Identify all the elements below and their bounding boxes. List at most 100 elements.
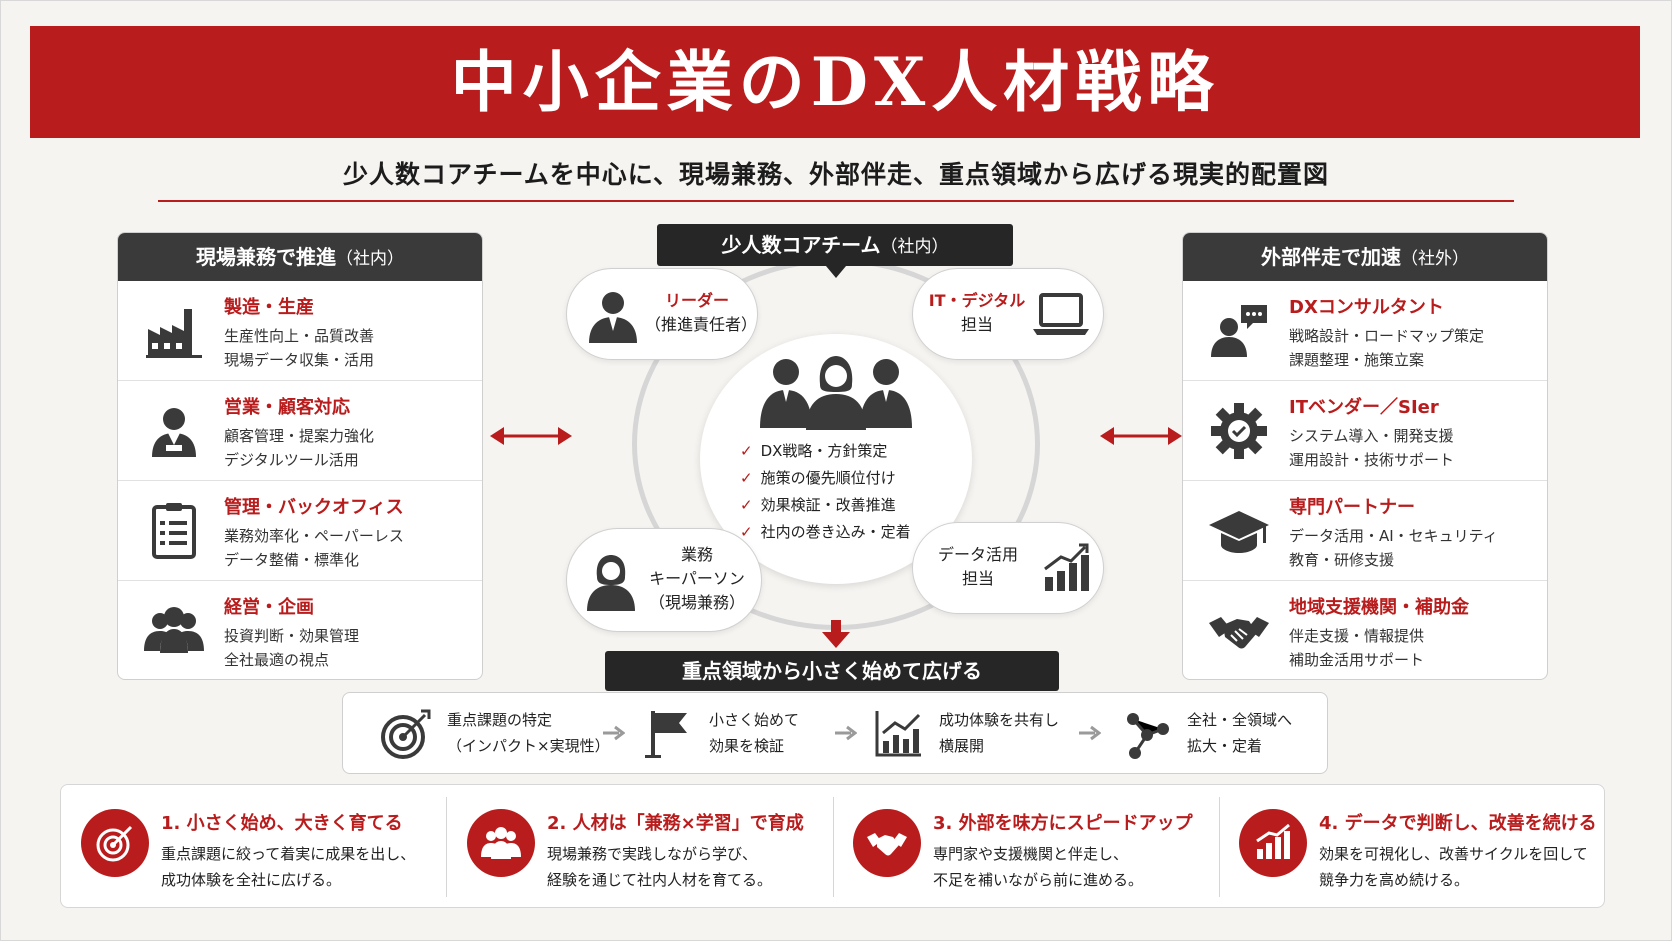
item-desc: 生産性向上・品質改善 [224,327,375,345]
item-desc: 教育・研修支援 [1289,551,1395,569]
role-title: 業務 [680,545,713,564]
check-icon: ✓ [740,496,753,514]
item-desc: システム導入・開発支援 [1289,427,1454,445]
item-desc: 戦略設計・ロードマップ策定 [1289,327,1485,345]
step-label: 全社・全領域へ [1187,711,1293,729]
principle-card: 1. 小さく始め、大きく育てる 重点課題に絞って着実に成果を出し、 成功体験を全… [61,785,447,909]
pointer-icon [826,266,846,278]
clipboard-icon [152,503,196,559]
principle-icon-circle [853,809,921,877]
item-desc: デジタルツール活用 [224,451,359,469]
step-label: 重点課題の特定 [447,711,553,729]
external-panel-header: 外部伴走で加速（社外） [1183,233,1547,281]
item-title: 地域支援機関・補助金 [1289,597,1469,618]
role-data: データ活用 担当 [912,522,1104,614]
step-label: 効果を検証 [709,737,785,755]
item-desc: データ活用・AI・セキュリティ [1289,527,1498,545]
item-desc: 現場データ収集・活用 [224,351,375,369]
principle-desc: 競争力を高め続ける。 [1319,871,1470,889]
principle-desc: 経験を通じて社内人材を育てる。 [547,871,773,889]
principle-title: 3. 外部を味方にスピードアップ [933,813,1193,834]
team-icon [760,356,912,430]
female-worker-icon [587,555,635,611]
consultant-icon [1211,305,1267,357]
role-sub: 担当 [960,315,993,334]
internal-item: 管理・バックオフィス 業務効率化・ペーパーレス データ整備・標準化 [118,481,482,581]
target-icon [96,825,133,862]
item-title: 経営・企画 [224,597,314,618]
item-title: DXコンサルタント [1289,297,1444,318]
item-title: 営業・顧客対応 [224,397,350,418]
item-desc: 補助金活用サポート [1289,651,1425,669]
item-desc: 全社最適の視点 [224,651,330,669]
role-title: IT・デジタル [928,291,1026,310]
checklist-item: ✓施策の優先順位付け [740,467,911,494]
principle-desc: 成功体験を全社に広げる。 [161,871,342,889]
check-icon: ✓ [740,442,753,460]
handshake-icon [1209,617,1269,649]
internal-panel-paren: （社内） [336,249,404,269]
role-title: データ活用 [937,545,1018,564]
internal-item: 営業・顧客対応 顧客管理・提案力強化 デジタルツール活用 [118,381,482,481]
principle-title: 1. 小さく始め、大きく育てる [161,813,403,834]
factory-icon [146,309,202,358]
down-arrow-icon [822,620,850,648]
principle-card: 2. 人材は「兼務×学習」で育成 現場兼務で実践しながら学び、 経験を通じて社内… [447,785,833,909]
principles-bar: 1. 小さく始め、大きく育てる 重点課題に絞って着実に成果を出し、 成功体験を全… [60,784,1605,908]
checklist-item: ✓効果検証・改善推進 [740,494,911,521]
principle-icon-circle [467,809,535,877]
role-sub: 担当 [961,569,994,588]
role-it: IT・デジタル 担当 [912,268,1104,360]
step-label: 成功体験を共有し [939,711,1060,729]
item-title: 製造・生産 [224,297,314,318]
principle-icon-circle [81,809,149,877]
item-desc: 業務効率化・ペーパーレス [224,527,404,545]
external-item: DXコンサルタント 戦略設計・ロードマップ策定 課題整理・施策立案 [1183,281,1547,381]
role-leader: リーダー （推進責任者） [566,268,758,360]
leader-icon [589,292,637,343]
internal-item: 製造・生産 生産性向上・品質改善 現場データ収集・活用 [118,281,482,381]
principle-icon-circle [1239,809,1307,877]
internal-panel-title: 現場兼務で推進 [196,245,336,269]
external-panel-paren: （社外） [1401,249,1469,269]
checklist-text: DX戦略・方針策定 [760,442,888,460]
graduation-cap-icon [1209,511,1269,553]
step-label: （インパクト×実現性） [447,737,610,755]
target-icon [381,709,431,759]
page-title: 中小企業のDX人材戦略 [450,43,1220,121]
step-label: 小さく始めて [709,711,800,729]
people-icon [481,827,521,859]
external-item: 地域支援機関・補助金 伴走支援・情報提供 補助金活用サポート [1183,581,1547,679]
role-title: リーダー [664,291,729,310]
principle-desc: 不足を補いながら前に進める。 [933,871,1144,889]
principle-desc: 重点課題に絞って着実に成果を出し、 [161,845,416,863]
item-title: 管理・バックオフィス [224,497,404,518]
gear-icon [1211,403,1267,459]
internal-item: 経営・企画 投資判断・効果管理 全社最適の視点 [118,581,482,679]
step-label: 拡大・定着 [1187,737,1263,755]
check-icon: ✓ [740,523,753,541]
principle-title: 4. データで判断し、改善を続ける [1319,813,1597,834]
subtitle-divider [158,200,1514,202]
double-arrow-icon [490,427,572,445]
role-title: キーパーソン [649,569,745,588]
focus-header: 重点領域から小さく始めて広げる [605,651,1059,691]
divider [446,797,447,897]
role-sub: （現場兼務） [648,593,745,612]
external-item: 専門パートナー データ活用・AI・セキュリティ 教育・研修支援 [1183,481,1547,581]
divider [1219,797,1220,897]
item-desc: 投資判断・効果管理 [224,627,360,645]
step-label: 横展開 [939,737,985,755]
double-arrow-icon [1100,427,1182,445]
checklist-text: 施策の優先順位付け [760,469,896,487]
item-desc: 課題整理・施策立案 [1289,351,1425,369]
bar-chart-icon [1044,543,1089,591]
group-icon [144,607,204,653]
role-business-keyperson: 業務 キーパーソン （現場兼務） [566,528,762,632]
laptop-icon [1033,293,1089,335]
item-desc: データ整備・標準化 [224,551,360,569]
focus-process: 重点課題の特定 （インパクト×実現性） 小さく始めて 効果を検証 成功体験を共有… [342,692,1328,774]
item-desc: 伴走支援・情報提供 [1289,627,1425,645]
principle-card: 3. 外部を味方にスピードアップ 専門家や支援機関と伴走し、 不足を補いながら前… [833,785,1219,909]
principle-desc: 現場兼務で実践しながら学び、 [547,845,758,863]
